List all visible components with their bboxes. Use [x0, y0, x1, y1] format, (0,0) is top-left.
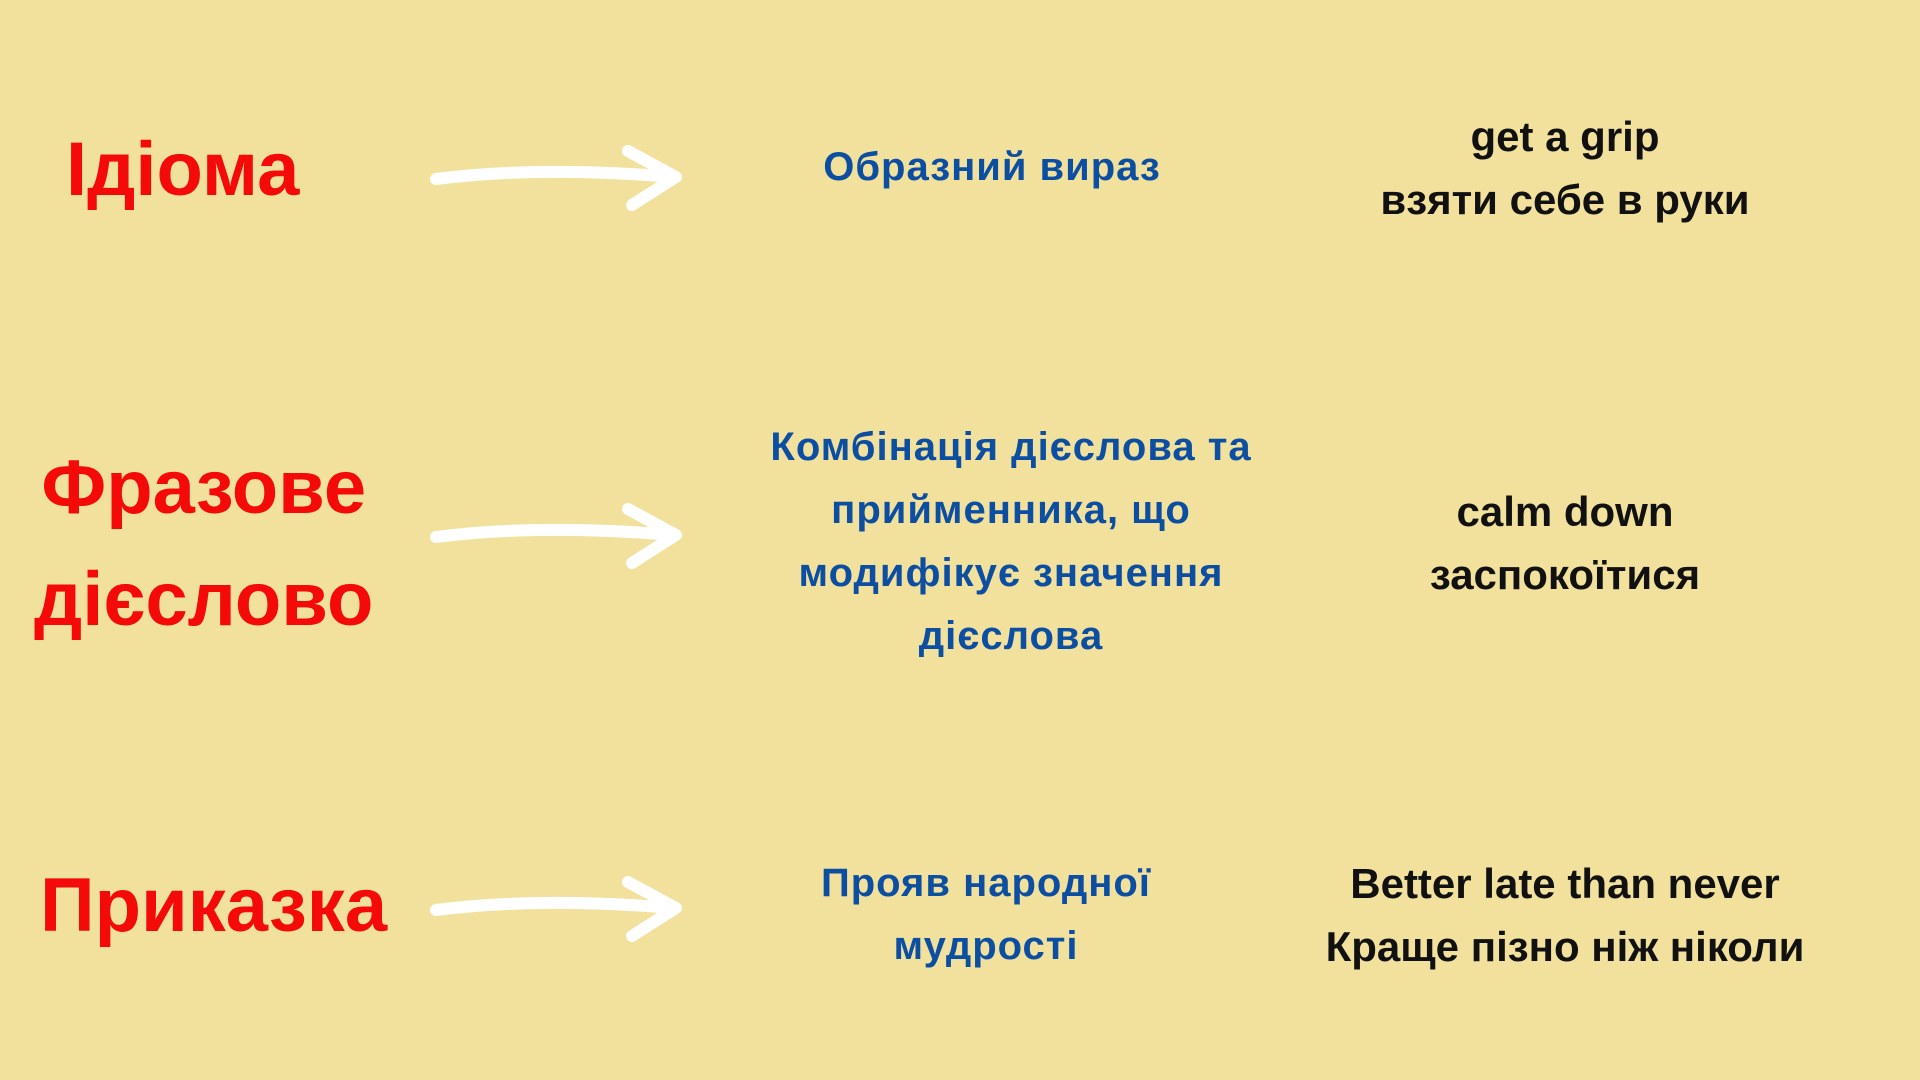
term-phrasal-verb: Фразове дієслово [34, 432, 373, 656]
example-saying: Better late than never Краще пізно ніж н… [1326, 852, 1805, 978]
definition-line: Комбінація дієслова та [770, 425, 1252, 469]
definition-line: дієслова [918, 614, 1104, 658]
example-line: взяти себе в руки [1380, 176, 1750, 223]
term-saying: Приказка [40, 850, 387, 962]
example-line: заспокоїтися [1429, 551, 1701, 598]
definition-line: модифікує значення [798, 551, 1224, 595]
arrow-icon [430, 503, 682, 569]
term-line: Ідіома [66, 127, 300, 212]
term-line: дієслово [34, 557, 374, 642]
example-line: calm down [1456, 488, 1674, 535]
example-line: Better late than never [1350, 860, 1780, 907]
term-idiom: Ідіома [66, 114, 299, 226]
definition-line: Образний вираз [823, 145, 1161, 189]
term-line: Приказка [40, 863, 388, 948]
example-line: get a grip [1470, 113, 1660, 160]
example-line: Краще пізно ніж ніколи [1325, 923, 1805, 970]
example-phrasal-verb: calm down заспокоїтися [1430, 480, 1700, 606]
definition-idiom: Образний вираз [823, 136, 1161, 199]
arrow-icon [430, 876, 682, 942]
definition-line: мудрості [893, 924, 1079, 968]
term-line: Фразове [41, 445, 367, 530]
definition-line: прийменника, що [831, 488, 1191, 532]
definition-saying: Прояв народної мудрості [821, 852, 1151, 978]
example-idiom: get a grip взяти себе в руки [1380, 105, 1749, 231]
definition-line: Прояв народної [820, 861, 1152, 905]
arrow-icon [430, 145, 682, 211]
definition-phrasal-verb: Комбінація дієслова та прийменника, що м… [770, 416, 1251, 668]
